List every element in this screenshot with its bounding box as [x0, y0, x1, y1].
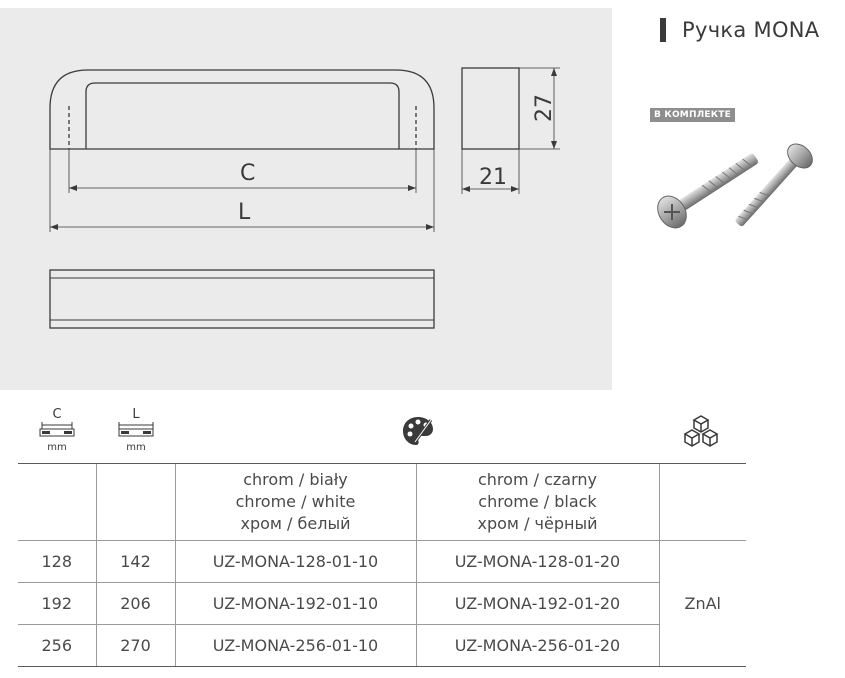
- c-header-unit: mm: [47, 442, 67, 453]
- l-header-unit: mm: [126, 442, 146, 453]
- dim-label-height: 27: [532, 94, 557, 122]
- dim-label-width: 21: [479, 165, 507, 190]
- color-white-en: chrome / white: [235, 492, 356, 511]
- screw-1: [669, 153, 758, 216]
- table-row: 192 206 UZ-MONA-192-01-10 UZ-MONA-192-01…: [18, 582, 746, 625]
- color-black-en: chrome / black: [478, 492, 597, 511]
- header-color-black: chrom / czarny chrome / black хром / чёр…: [415, 463, 659, 541]
- header-cell-c: [18, 463, 96, 541]
- l-dimension-header: L mm: [117, 408, 155, 454]
- cell-c: 128: [18, 540, 96, 583]
- header-color-white: chrom / biały chrome / white хром / белы…: [174, 463, 416, 541]
- cell-code-white: UZ-MONA-256-01-10: [174, 624, 416, 667]
- product-title: Ручка MONA: [660, 16, 819, 44]
- color-black-pl: chrom / czarny: [477, 470, 597, 489]
- table-header-row: chrom / biały chrome / white хром / белы…: [18, 463, 746, 541]
- cubes-icon: [683, 415, 719, 447]
- color-black-ru: хром / чёрный: [477, 514, 598, 533]
- handle-drawing-svg: C L 21 27: [49, 67, 560, 329]
- c-header-label: C: [52, 407, 62, 422]
- c-dimension-header: C mm: [38, 408, 76, 454]
- cell-code-white: UZ-MONA-128-01-10: [174, 540, 416, 583]
- cell-code-black: UZ-MONA-256-01-20: [415, 624, 659, 667]
- handle-outline: [49, 69, 435, 150]
- handle-side-view: [461, 67, 520, 150]
- l-header-label: L: [132, 407, 140, 422]
- cell-c: 256: [18, 624, 96, 667]
- color-white-ru: хром / белый: [240, 514, 351, 533]
- handle-c-icon: [39, 422, 75, 437]
- cell-code-black: UZ-MONA-128-01-20: [415, 540, 659, 583]
- screw-2: [735, 157, 799, 227]
- table-row: 128 142 UZ-MONA-128-01-10 UZ-MONA-128-01…: [18, 540, 746, 667]
- screws-image: [657, 143, 813, 229]
- header-cell-l: [95, 463, 175, 541]
- palette-icon: [403, 417, 433, 445]
- color-white-pl: chrom / biały: [243, 470, 348, 489]
- cell-material: ZnAl: [658, 540, 746, 667]
- cell-l: 270: [95, 624, 175, 667]
- table-row: 256 270 UZ-MONA-256-01-10 UZ-MONA-256-01…: [18, 624, 746, 667]
- title-accent-bar: [660, 18, 666, 42]
- handle-inner: [85, 82, 400, 149]
- header-cell-material: [658, 463, 746, 541]
- handle-l-icon: [118, 422, 154, 437]
- cell-code-white: UZ-MONA-192-01-10: [174, 582, 416, 625]
- spec-table: chrom / biały chrome / white хром / белы…: [18, 463, 746, 667]
- technical-drawing: C L 21 27: [0, 8, 612, 390]
- product-title-text: Ручка MONA: [682, 18, 820, 42]
- cell-l: 206: [95, 582, 175, 625]
- kit-included-badge: В КОМПЛЕКТЕ: [650, 108, 735, 122]
- dim-label-l: L: [238, 200, 251, 225]
- cell-l: 142: [95, 540, 175, 583]
- handle-top-view: [49, 269, 435, 329]
- cell-code-black: UZ-MONA-192-01-20: [415, 582, 659, 625]
- cell-c: 192: [18, 582, 96, 625]
- dim-label-c: C: [240, 161, 255, 186]
